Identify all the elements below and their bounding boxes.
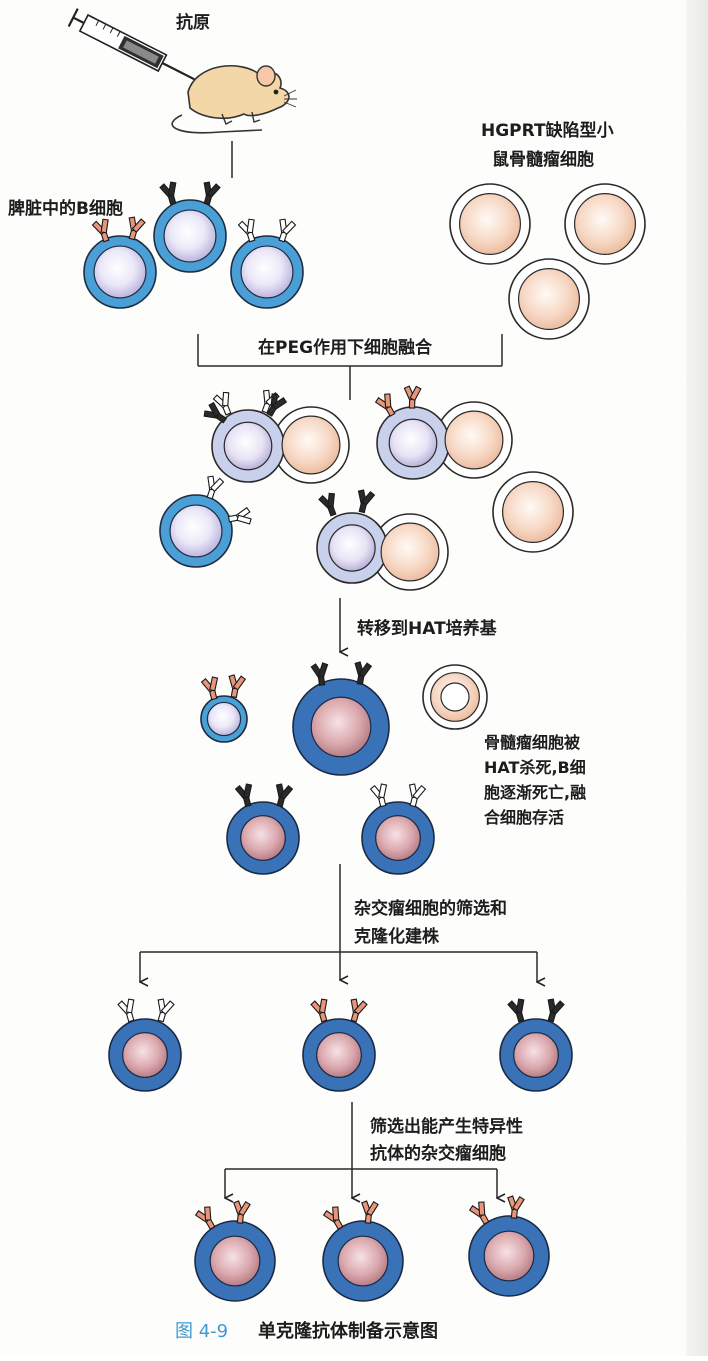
antibody-icon — [203, 401, 228, 424]
antibody-icon — [234, 783, 253, 808]
clone-cell-3 — [499, 1018, 573, 1092]
specific-hybridoma-3 — [468, 1215, 550, 1297]
b-cell-middle — [153, 199, 227, 273]
specific-hybridoma-1 — [194, 1220, 276, 1302]
antibody-icon — [547, 998, 565, 1023]
hybridoma-cell-2 — [361, 801, 435, 875]
antibody-icon — [278, 218, 297, 243]
specific-hybridoma-2 — [322, 1220, 404, 1302]
antibody-icon — [322, 1206, 344, 1230]
fused-cell-pair-2 — [376, 401, 513, 480]
antibody-icon — [318, 492, 337, 517]
myeloma-label-line2: 鼠骨髓瘤细胞 — [492, 149, 594, 170]
antibody-icon — [200, 676, 219, 701]
antigen-label: 抗原 — [176, 12, 210, 33]
peg-fusion-label: 在PEG作用下细胞融合 — [258, 337, 433, 358]
antibody-icon — [310, 998, 328, 1023]
hat-result-line3: 胞逐渐死亡,融 — [483, 783, 586, 802]
clone-cell-1 — [108, 1018, 182, 1092]
antibody-icon — [206, 475, 225, 500]
myeloma-cell-3 — [508, 258, 590, 340]
clone-cell-2 — [302, 1018, 376, 1092]
antibody-icon — [266, 393, 288, 417]
antibody-icon — [117, 998, 135, 1023]
antibody-icon — [361, 1200, 379, 1224]
antibody-icon — [507, 1195, 525, 1219]
antibody-icon — [350, 998, 368, 1023]
specific-antibody-label-line1: 筛选出能产生特异性 — [370, 1116, 523, 1137]
hybridoma-cell-1 — [226, 801, 300, 875]
syringe-icon — [67, 8, 195, 81]
mouse-icon — [171, 64, 297, 134]
b-cell-unfused — [159, 494, 233, 568]
antibody-icon — [227, 506, 252, 525]
hat-result-line4: 合细胞存活 — [484, 808, 564, 827]
myeloma-remnant — [440, 682, 470, 712]
fused-cell-pair-3 — [316, 512, 449, 591]
antibody-icon — [403, 385, 422, 409]
hat-transfer-label: 转移到HAT培养基 — [357, 618, 498, 639]
hybridoma-cell-large — [292, 678, 390, 776]
hat-result-line1: 骨髓瘤细胞被 — [484, 733, 581, 752]
myeloma-label-line1: HGPRT缺陷型小 — [481, 120, 614, 141]
antibody-icon — [357, 489, 376, 514]
antibody-icon — [374, 393, 396, 417]
antibody-icon — [233, 1200, 251, 1224]
antibody-icon — [212, 391, 232, 416]
antibody-icon — [354, 661, 373, 686]
antibody-icon — [237, 218, 256, 243]
figure-number: 图 4-9 — [175, 1321, 228, 1342]
hat-result-line2: HAT杀死,B细 — [484, 758, 586, 777]
antibody-icon — [91, 218, 110, 243]
myeloma-cell-1 — [449, 183, 531, 265]
antibody-icon — [468, 1201, 490, 1225]
screening-label-line2: 克隆化建株 — [354, 926, 440, 947]
antibody-icon — [310, 662, 329, 686]
antibody-icon — [203, 181, 221, 206]
fused-cell-pair-1 — [211, 406, 350, 484]
antibody-icon — [157, 998, 175, 1023]
specific-antibody-label-line2: 抗体的杂交瘤细胞 — [370, 1143, 506, 1164]
myeloma-cell-2 — [564, 183, 646, 265]
b-cell-dying — [200, 695, 248, 743]
screening-label-line1: 杂交瘤细胞的筛选和 — [354, 898, 507, 919]
antibody-icon — [369, 783, 388, 808]
antibody-icon — [408, 783, 427, 808]
b-cells-label: 脾脏中的B细胞 — [8, 198, 123, 219]
antibody-icon — [228, 674, 247, 699]
figure-title: 单克隆抗体制备示意图 — [258, 1320, 438, 1342]
antibody-icon — [507, 998, 525, 1023]
antibody-icon — [128, 216, 146, 241]
antibody-icon — [275, 783, 294, 808]
antibody-icon — [159, 181, 177, 206]
b-cell-right — [230, 235, 304, 309]
antibody-icon — [194, 1206, 216, 1230]
myeloma-cell-unfused — [492, 471, 574, 553]
b-cell-left — [83, 235, 157, 309]
